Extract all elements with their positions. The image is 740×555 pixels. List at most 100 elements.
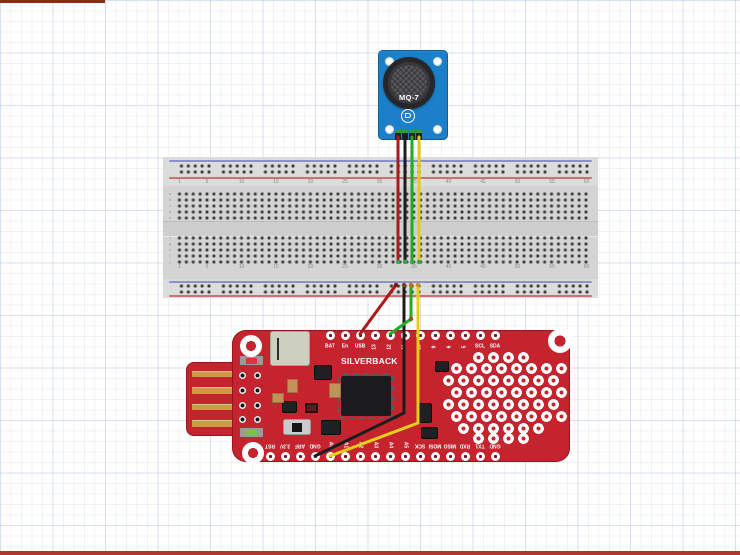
- proto-hole[interactable]: [450, 411, 462, 422]
- pin-miso[interactable]: [445, 451, 455, 461]
- proto-hole[interactable]: [518, 399, 529, 410]
- pin-11[interactable]: [400, 330, 410, 340]
- proto-hole[interactable]: [495, 387, 507, 398]
- rail-hole-group[interactable]: [346, 282, 381, 295]
- proto-hole[interactable]: [540, 363, 552, 374]
- rail-hole-group[interactable]: [304, 282, 339, 295]
- sensor-pin[interactable]: [409, 130, 415, 140]
- breakout-hole[interactable]: [253, 386, 261, 394]
- rail-hole-group[interactable]: [262, 162, 297, 175]
- proto-hole[interactable]: [533, 422, 544, 434]
- proto-hole[interactable]: [488, 375, 499, 386]
- rail-hole-group[interactable]: [388, 162, 423, 175]
- proto-hole[interactable]: [465, 387, 477, 398]
- proto-hole[interactable]: [503, 375, 514, 386]
- proto-hole[interactable]: [480, 411, 492, 422]
- pin-a4[interactable]: [385, 451, 395, 461]
- proto-hole[interactable]: [480, 363, 492, 374]
- sensor-pin[interactable]: [416, 130, 422, 140]
- proto-hole[interactable]: [488, 351, 499, 363]
- proto-hole[interactable]: [450, 387, 462, 398]
- pin-10[interactable]: [415, 330, 425, 340]
- proto-hole[interactable]: [510, 363, 522, 374]
- rail-hole-group[interactable]: [346, 162, 381, 175]
- proto-hole[interactable]: [555, 387, 567, 398]
- proto-hole[interactable]: [518, 422, 529, 434]
- pin-rst[interactable]: [265, 451, 275, 461]
- proto-hole[interactable]: [533, 399, 544, 410]
- pin-rxd[interactable]: [460, 451, 470, 461]
- pin-a3[interactable]: [370, 451, 380, 461]
- proto-hole[interactable]: [465, 363, 477, 374]
- rail-hole-group[interactable]: [430, 282, 465, 295]
- pin-5[interactable]: [460, 330, 470, 340]
- breakout-hole[interactable]: [253, 415, 261, 423]
- proto-hole[interactable]: [450, 363, 462, 374]
- proto-hole[interactable]: [540, 387, 552, 398]
- proto-hole[interactable]: [503, 422, 514, 434]
- proto-hole[interactable]: [458, 399, 469, 410]
- proto-hole[interactable]: [473, 422, 484, 434]
- sensor-pin[interactable]: [395, 130, 401, 140]
- proto-hole[interactable]: [518, 375, 529, 386]
- pin-mosi[interactable]: [430, 451, 440, 461]
- breakout-hole[interactable]: [238, 401, 246, 409]
- rail-hole-group[interactable]: [514, 282, 549, 295]
- rail-hole-group[interactable]: [178, 282, 213, 295]
- proto-hole[interactable]: [510, 387, 522, 398]
- rail-hole-group[interactable]: [472, 282, 507, 295]
- rail-hole-group[interactable]: [430, 162, 465, 175]
- rail-hole-group[interactable]: [556, 282, 591, 295]
- pin-13[interactable]: [370, 330, 380, 340]
- pin-en[interactable]: [340, 330, 350, 340]
- proto-hole[interactable]: [473, 375, 484, 386]
- proto-hole[interactable]: [488, 433, 499, 444]
- proto-hole[interactable]: [503, 351, 514, 363]
- proto-hole[interactable]: [495, 363, 507, 374]
- pin-gnd[interactable]: [490, 451, 500, 461]
- proto-hole[interactable]: [443, 375, 454, 386]
- proto-hole[interactable]: [473, 433, 484, 444]
- proto-hole[interactable]: [525, 411, 537, 422]
- pin-sck[interactable]: [415, 451, 425, 461]
- proto-hole[interactable]: [443, 399, 454, 410]
- proto-hole[interactable]: [510, 411, 522, 422]
- breakout-hole[interactable]: [238, 386, 246, 394]
- pin-3.3v[interactable]: [280, 451, 290, 461]
- rail-hole-group[interactable]: [472, 162, 507, 175]
- rail-hole-group[interactable]: [178, 162, 213, 175]
- rail-hole-group[interactable]: [262, 282, 297, 295]
- breakout-hole[interactable]: [253, 401, 261, 409]
- proto-hole[interactable]: [480, 387, 492, 398]
- proto-hole[interactable]: [503, 433, 514, 444]
- proto-hole[interactable]: [533, 375, 544, 386]
- breadboard-holes-bottom-half[interactable]: [176, 234, 591, 265]
- proto-hole[interactable]: [525, 387, 537, 398]
- proto-hole[interactable]: [540, 411, 552, 422]
- pin-a0[interactable]: [325, 451, 335, 461]
- rail-hole-group[interactable]: [388, 282, 423, 295]
- rail-hole-group[interactable]: [514, 162, 549, 175]
- pin-scl[interactable]: [475, 330, 485, 340]
- rail-hole-group[interactable]: [556, 162, 591, 175]
- proto-hole[interactable]: [525, 363, 537, 374]
- pin-gnd[interactable]: [310, 451, 320, 461]
- breadboard-holes-top-half[interactable]: [176, 190, 591, 221]
- proto-hole[interactable]: [548, 399, 559, 410]
- rail-hole-group[interactable]: [220, 282, 255, 295]
- proto-hole[interactable]: [495, 411, 507, 422]
- pin-12[interactable]: [385, 330, 395, 340]
- mq7-gas-sensor-module[interactable]: MQ-7: [378, 50, 448, 140]
- pin-tx1[interactable]: [475, 451, 485, 461]
- breakout-hole[interactable]: [238, 371, 246, 379]
- rail-hole-group[interactable]: [220, 162, 255, 175]
- pin-sda[interactable]: [490, 330, 500, 340]
- pin-a2[interactable]: [355, 451, 365, 461]
- proto-hole[interactable]: [488, 399, 499, 410]
- pin-bat[interactable]: [325, 330, 335, 340]
- pin-6[interactable]: [445, 330, 455, 340]
- pin-9[interactable]: [430, 330, 440, 340]
- proto-hole[interactable]: [548, 375, 559, 386]
